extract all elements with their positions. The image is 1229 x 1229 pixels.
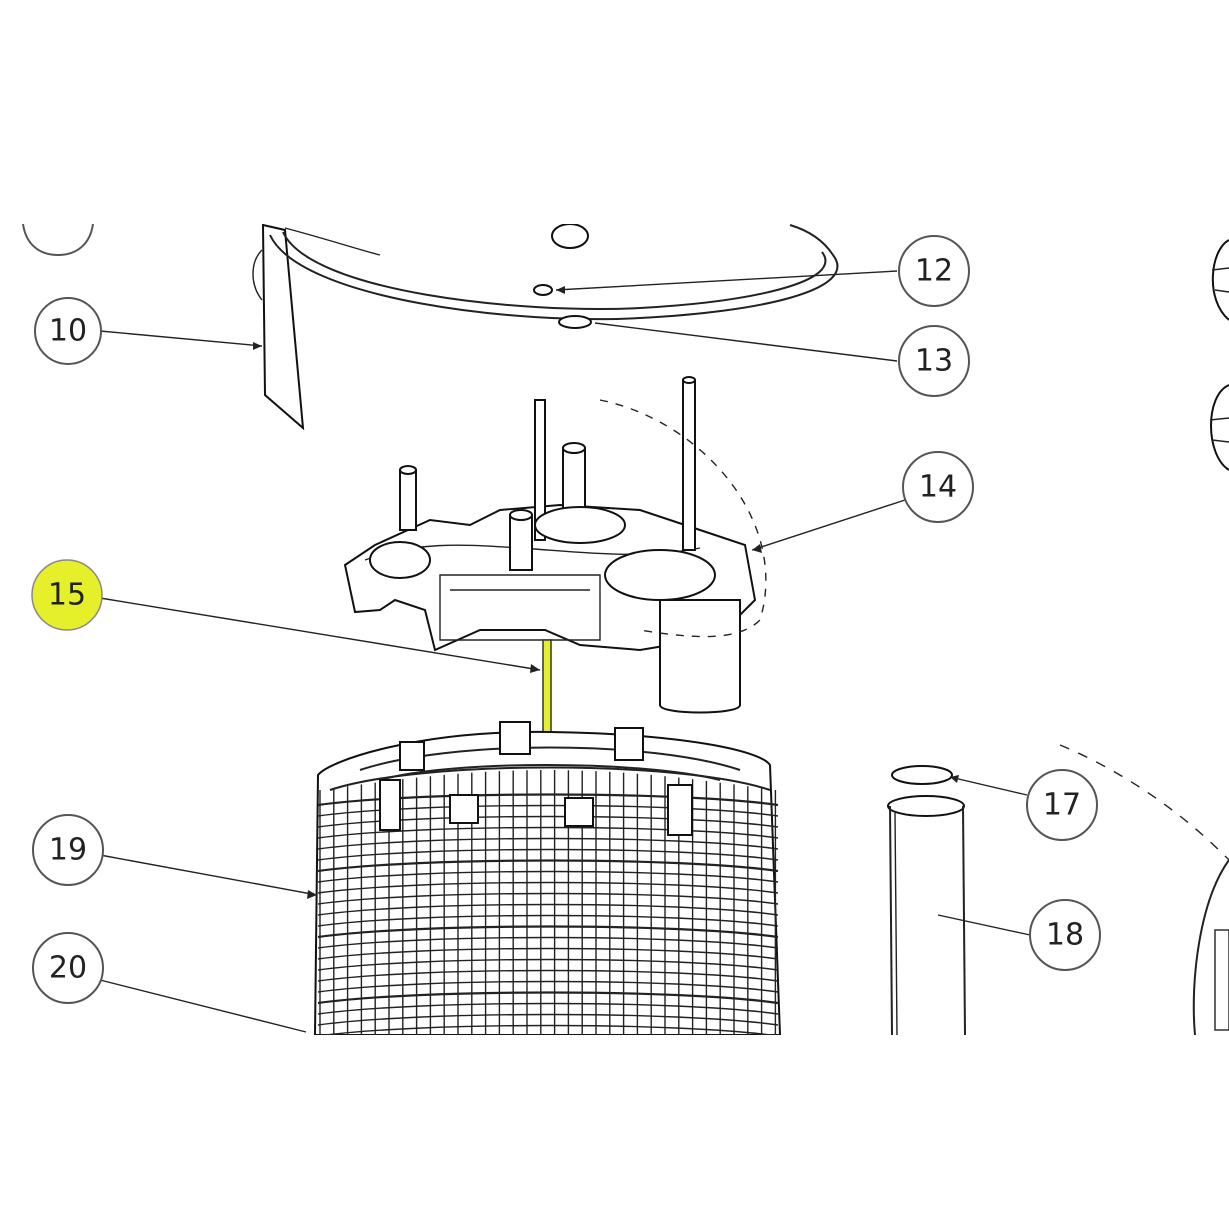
callout-12-label: 12 — [915, 254, 953, 289]
callout-10-label: 10 — [49, 314, 87, 349]
part-13-lid-ring — [269, 223, 839, 329]
basket-rib — [317, 804, 779, 817]
callout-14: 14 — [902, 451, 974, 523]
leader-13 — [594, 322, 898, 362]
basket-rib — [317, 848, 779, 861]
basket-rib — [317, 1002, 779, 1015]
leader-lines — [99, 270, 1031, 1033]
basket-rib — [317, 969, 779, 982]
callout-15-label: 15 — [48, 578, 86, 613]
basket-rib — [317, 1024, 779, 1037]
callout-20-label: 20 — [49, 951, 87, 986]
basket-rib — [317, 914, 779, 927]
basket-rib — [317, 859, 779, 873]
basket-rib — [317, 925, 779, 939]
callout-17: 17 — [1026, 769, 1098, 841]
callout-17-label: 17 — [1043, 788, 1081, 823]
basket-rib — [317, 980, 779, 993]
callout-13-label: 13 — [915, 344, 953, 379]
callout-20: 20 — [32, 932, 104, 1004]
part-10-plate — [252, 223, 305, 431]
part-18-tube — [887, 765, 966, 1036]
right-edge-fragments — [1059, 239, 1229, 1036]
basket-rib — [317, 793, 779, 807]
leader-18 — [937, 914, 1031, 936]
basket-rib — [317, 947, 779, 960]
leader-17 — [949, 776, 1028, 796]
basket-rib — [317, 1013, 779, 1026]
callout-19-label: 19 — [49, 833, 87, 868]
basket-rib — [317, 826, 779, 839]
callout-18-label: 18 — [1046, 918, 1084, 953]
basket-rib — [317, 815, 779, 828]
basket-rib — [317, 903, 779, 916]
callout-15: 15 — [31, 559, 103, 631]
leader-15 — [99, 597, 541, 671]
leader-19 — [99, 854, 318, 896]
part-14-distributor — [343, 376, 767, 714]
basket-rib — [317, 958, 779, 971]
callout-12: 12 — [898, 235, 970, 307]
callout-10: 10 — [34, 297, 102, 365]
bottom-margin — [0, 1035, 1229, 1229]
callout-18: 18 — [1029, 899, 1101, 971]
callout-19: 19 — [32, 814, 104, 886]
basket-rib — [317, 936, 779, 949]
callout-14-label: 14 — [919, 470, 957, 505]
callout-9-clip — [22, 223, 94, 257]
part-19-laterals-basket — [313, 721, 782, 1037]
leader-14 — [751, 499, 906, 551]
top-margin — [0, 0, 1229, 224]
leader-20 — [99, 979, 307, 1033]
basket-rib — [317, 881, 779, 894]
callout-13: 13 — [898, 325, 970, 397]
basket-rib — [317, 892, 779, 905]
leader-10 — [99, 330, 263, 347]
basket-rib — [317, 837, 779, 850]
basket-rib — [317, 991, 779, 1005]
leader-12 — [555, 270, 898, 291]
basket-rib — [317, 870, 779, 883]
